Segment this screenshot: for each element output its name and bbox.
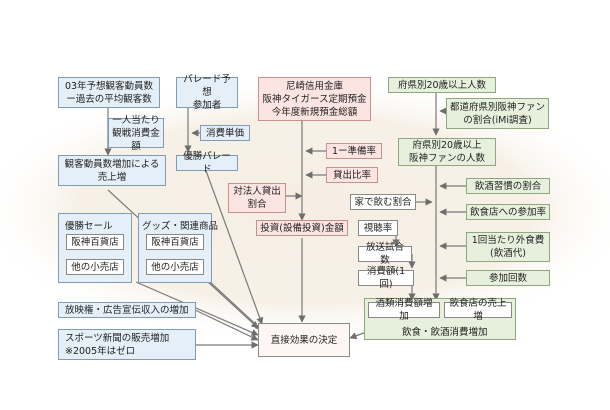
victory-sale-title: 優勝セール <box>65 221 113 232</box>
dining-out-spend-node: 1回当たり外食費 (飲酒代) <box>466 232 550 262</box>
home-drinking-node: 家で飲む割合 <box>350 194 416 210</box>
reserve-ratio-node: 1ー準備率 <box>326 143 382 159</box>
fan-count-node: 府県別20歳以上 阪神ファンの人数 <box>398 138 496 166</box>
victory-parade-node: 優勝パレード <box>176 151 238 175</box>
alcohol-spend-node: 酒類消費額増加 <box>368 298 440 322</box>
goods-dept-store: 阪神百貨店 <box>146 234 204 250</box>
consumption-once-node: 消費額(1回) <box>358 266 414 290</box>
restaurant-sales-node: 飲食店の売上増 <box>444 298 512 322</box>
spend-unit-node: 消費単価 <box>200 125 250 141</box>
victory-sale-other-retail: 他の小売店 <box>66 259 124 275</box>
restaurant-participation-node: 飲食店への参加率 <box>466 204 550 220</box>
per-capita-spending-node: 一人当たり 観戦消費金額 <box>108 115 164 152</box>
sports-paper-node: スポーツ新聞の販売増加 ※2005年はゼロ <box>58 329 196 360</box>
avg-visitors-node: 03年予想観客動員数 ー過去の平均観客数 <box>58 77 160 108</box>
investment-amount-node: 投資(設備投資)金額 <box>256 220 348 236</box>
deposit-total-node: 尼崎信用金庫 阪神タイガース定期預金 今年度新規預金総額 <box>258 77 371 121</box>
pop20-over-node: 府県別20歳以上人数 <box>388 77 496 93</box>
goods-other-retail: 他の小売店 <box>146 259 204 275</box>
broadcast-games-node: 放送試合数 <box>358 242 412 266</box>
food-drink-label: 飲食・飲酒消費増加 <box>402 327 488 338</box>
loan-ratio-node: 貸出比率 <box>326 167 378 183</box>
drinking-habit-node: 飲酒習慣の割合 <box>466 178 550 194</box>
participation-count-node: 参加回数 <box>466 270 550 286</box>
victory-sale-dept-store: 阪神百貨店 <box>66 234 124 250</box>
broadcast-ad-node: 放映権・広告宣伝収入の増加 <box>58 302 196 318</box>
fan-ratio-node: 都道府県別阪神ファン の割合(iMi調査) <box>446 98 549 129</box>
parade-participants-node: パレード予想 参加者 <box>176 74 238 111</box>
corp-loan-ratio-node: 対法人貸出 割合 <box>228 183 286 213</box>
visitor-sales-node: 観客動員数増加による 売上増 <box>58 155 166 186</box>
ratings-node: 視聴率 <box>358 220 398 236</box>
goods-title: グッズ・関連商品 <box>142 221 219 232</box>
direct-effect-node: 直接効果の決定 <box>258 323 350 357</box>
